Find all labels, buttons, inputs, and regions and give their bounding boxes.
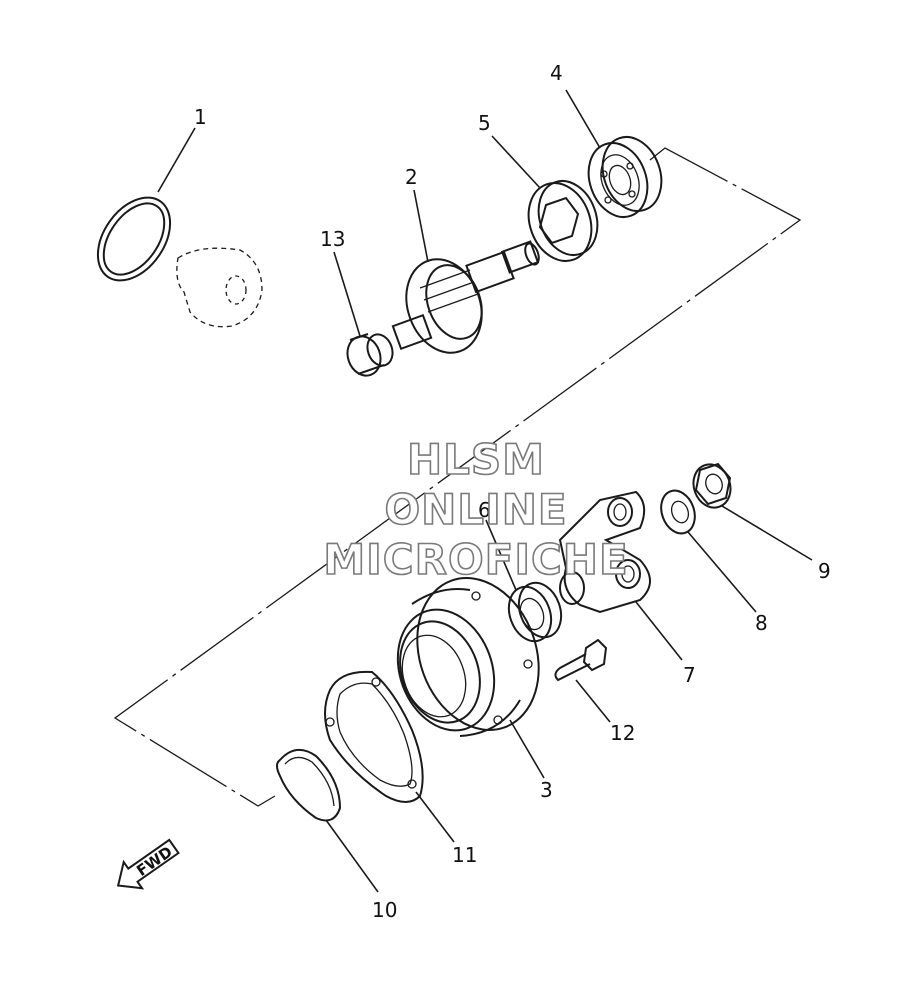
ghost-gear <box>176 247 263 328</box>
part-8-washer <box>660 489 696 535</box>
callout-1: 1 <box>194 105 207 129</box>
part-6-bearing <box>507 581 563 643</box>
callout-8: 8 <box>755 611 768 635</box>
callout-12: 12 <box>610 721 635 745</box>
callout-5: 5 <box>478 111 491 135</box>
part-13-needle-bearing <box>346 333 394 377</box>
callout-11: 11 <box>452 843 477 867</box>
callout-2: 2 <box>405 165 418 189</box>
callout-6: 6 <box>478 498 491 522</box>
part-4-ball-bearing <box>587 136 663 218</box>
watermark-line-2: ONLINE <box>384 485 567 534</box>
watermark-line-3: MICROFICHE <box>323 535 628 584</box>
callout-labels: 1 2 3 4 5 6 7 8 9 10 11 12 13 <box>194 61 831 922</box>
watermark-line-1: HLSM <box>407 435 545 484</box>
part-10-circlip <box>276 749 342 822</box>
fwd-arrow-icon: FWD <box>116 838 180 890</box>
part-2-gear-shaft <box>391 240 540 354</box>
leader-lines <box>157 89 813 893</box>
part-9-flange-nut <box>692 462 732 509</box>
part-1-oring <box>96 196 172 282</box>
part-7-yoke <box>558 490 651 614</box>
callout-7: 7 <box>683 663 696 687</box>
part-12-bolt <box>554 638 608 682</box>
fwd-label: FWD <box>133 843 175 880</box>
assembly-bracket <box>113 147 802 807</box>
callout-13: 13 <box>320 227 345 251</box>
callout-10: 10 <box>372 898 397 922</box>
part-5-hex-seal <box>527 180 599 262</box>
callout-3: 3 <box>540 778 553 802</box>
part-3-housing <box>396 577 540 737</box>
callout-9: 9 <box>818 559 831 583</box>
callout-4: 4 <box>550 61 563 85</box>
watermark: HLSM ONLINE MICROFICHE <box>323 434 629 585</box>
